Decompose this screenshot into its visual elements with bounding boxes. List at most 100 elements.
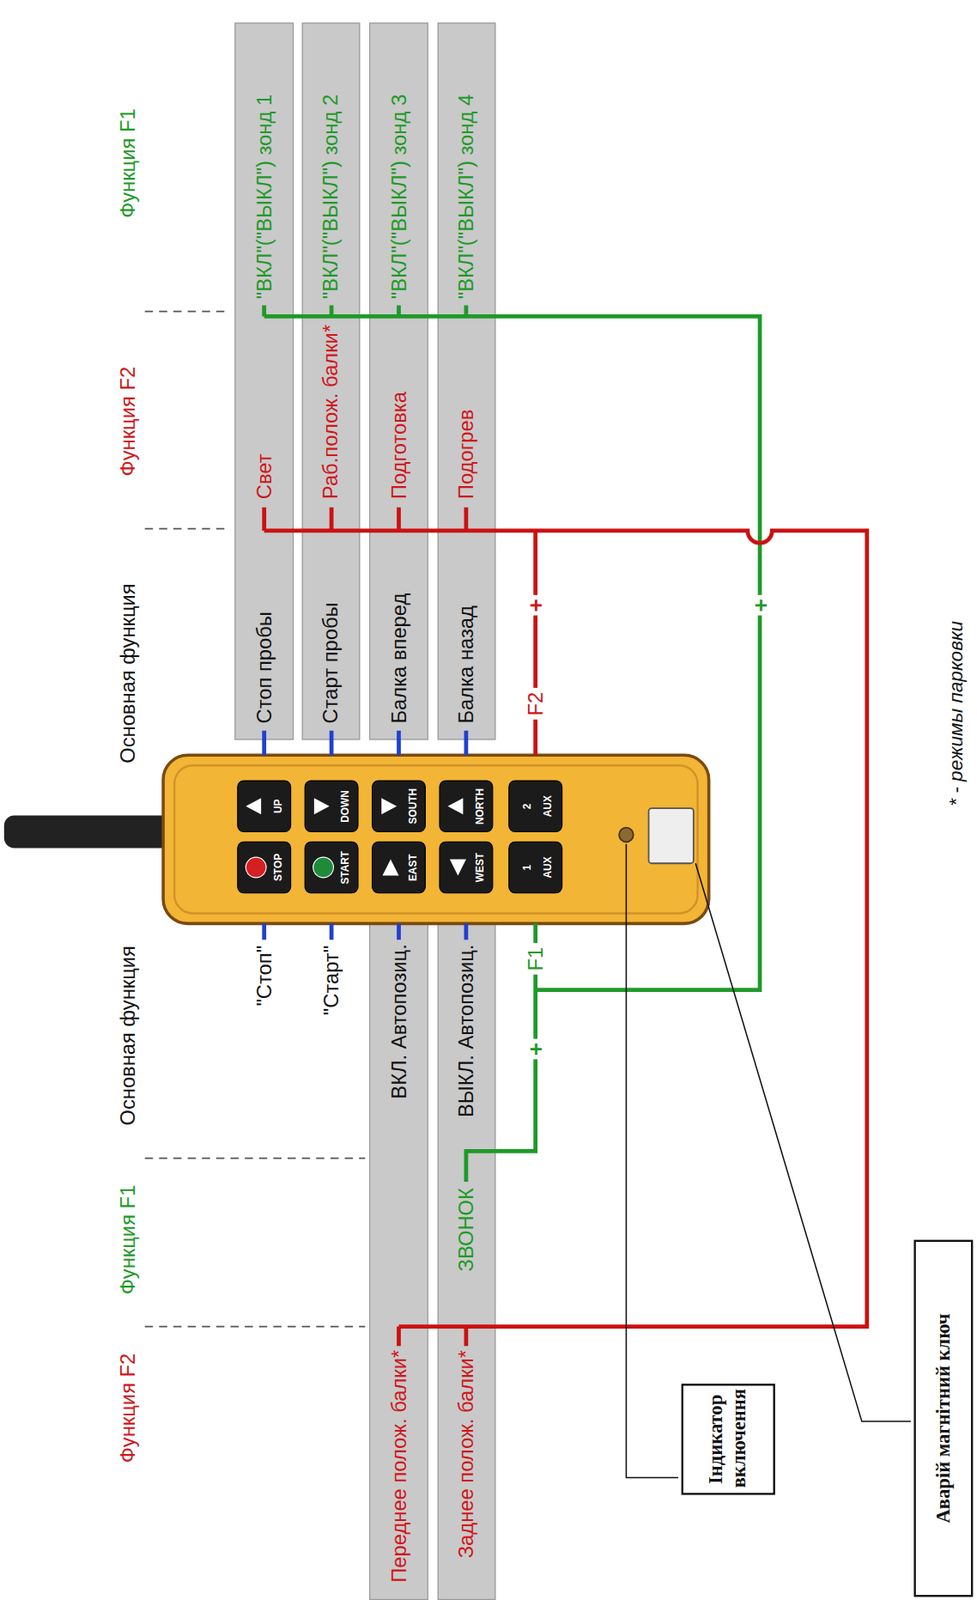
arrow-icon [382, 859, 400, 876]
function-text: ЗВОНОК [455, 1187, 479, 1271]
column-divider [145, 310, 231, 313]
button-label: AUX [541, 855, 554, 878]
button-body [372, 841, 426, 893]
button-south [372, 780, 426, 832]
button-label: WEST [473, 852, 486, 882]
footnote: * - режимы парковки [945, 620, 968, 807]
function-band: Балка назадПодогрев"ВКЛ"("ВЫКЛ") зонд 4 [437, 22, 497, 740]
function-text: Подготовка [387, 391, 411, 499]
wire-blue [264, 730, 467, 756]
wire-green [466, 922, 536, 1182]
arrow-icon [448, 797, 464, 814]
button-label: 2 [521, 803, 534, 810]
signal-name: F2 [523, 687, 547, 720]
button-body [509, 841, 563, 893]
leader-line [695, 862, 911, 1421]
button-east [372, 841, 426, 893]
button-body [304, 841, 359, 893]
main-function-ticks [264, 730, 467, 941]
button-aux1 [509, 841, 563, 893]
callout-text: Індикатор включення [704, 1389, 752, 1487]
wire-blue [264, 922, 467, 940]
column-header: Функция F2 [115, 366, 140, 477]
function-label: "Стоп" [252, 945, 276, 1007]
callout-box: Індикатор включення [681, 1383, 776, 1494]
button-body [237, 780, 292, 832]
wire-green [264, 315, 760, 990]
column-header: Основная функция [115, 582, 140, 764]
function-band: Переднее полож. балки* ВКЛ. Автопозиц. [369, 922, 429, 1600]
plus-sign: + [746, 594, 773, 616]
button-label: EAST [406, 853, 419, 881]
function-text: ВЫКЛ. Автопозиц. [455, 944, 479, 1117]
leader-lines [625, 843, 911, 1478]
function-text: Балка назад [455, 605, 479, 723]
function-text: Переднее полож. балки* [387, 1349, 411, 1583]
column-header: Основная функция [115, 945, 140, 1126]
button-body [304, 780, 359, 832]
button-label: STOP [272, 853, 285, 881]
button-body [372, 780, 426, 832]
power-indicator-led [618, 827, 634, 843]
function-text: "ВКЛ"("ВЫКЛ") зонд 1 [252, 94, 276, 299]
signal-name: F1 [523, 942, 547, 975]
function-text: Свет [252, 453, 276, 499]
function-label: "Старт" [319, 945, 343, 1015]
function-text: Подогрев [455, 409, 479, 500]
arrow-icon [449, 859, 467, 876]
leader-line [625, 843, 679, 1478]
button-body [237, 841, 292, 893]
function-band: Балка впередПодготовка"ВКЛ"("ВЫКЛ") зонд… [369, 22, 429, 740]
callout-box: Аварій магнітний ключ [913, 1239, 973, 1597]
function-text: ВКЛ. Автопозиц. [387, 943, 411, 1099]
function-band: Стоп пробы Свет "ВКЛ"("ВЫКЛ") зонд 1 [234, 22, 294, 740]
magnetic-key-slot [649, 807, 694, 863]
button-label: UP [272, 799, 285, 814]
function-text: Раб.полож. балки* [319, 324, 343, 499]
pendant-housing [163, 754, 710, 923]
column-divider [145, 1157, 366, 1160]
column-header: Функция F1 [115, 108, 140, 219]
arrow-icon [381, 797, 397, 814]
button-down [304, 780, 359, 832]
button-body [439, 841, 493, 893]
function-text: "ВКЛ"("ВЫКЛ") зонд 3 [387, 94, 411, 299]
pendant-inner-rim [174, 764, 698, 913]
function-text: "ВКЛ"("ВЫКЛ") зонд 2 [319, 94, 343, 299]
function-text: Заднее полож. балки* [455, 1349, 479, 1558]
wire-red [264, 507, 467, 531]
button-label: NORTH [473, 788, 486, 825]
button-body [509, 780, 563, 832]
column-divider [145, 1325, 366, 1328]
button-up [237, 780, 292, 832]
column-divider [145, 527, 231, 530]
pendant-cable [4, 814, 180, 848]
f1-wiring [264, 304, 760, 1181]
function-band: Заднее полож. балки* ЗВОНОК ВЫКЛ. Автопози… [437, 922, 497, 1600]
button-label: 1 [521, 864, 534, 871]
function-text: Стоп пробы [252, 611, 276, 723]
button-start [304, 841, 359, 893]
button-label: SOUTH [406, 788, 419, 825]
callout-text: Аварій магнітний ключ [931, 1313, 955, 1524]
function-band: Старт пробы Раб.полож. балки* "ВКЛ"("ВЫКЛ"… [302, 22, 361, 740]
wire-red [399, 1326, 467, 1347]
stop-icon [245, 856, 267, 878]
button-aux2 [509, 780, 563, 832]
plus-sign: + [522, 1037, 549, 1060]
button-body [439, 780, 493, 832]
function-text: Старт пробы [319, 601, 343, 723]
column-header: Функция F2 [115, 1353, 140, 1463]
arrow-icon [314, 797, 330, 814]
button-label: AUX [541, 794, 554, 817]
start-icon [313, 856, 334, 878]
button-label: DOWN [339, 789, 352, 823]
button-west [439, 841, 493, 893]
button-label: START [339, 850, 352, 885]
button-stop [237, 841, 292, 893]
wire-red [264, 530, 868, 1327]
wire-red [533, 530, 538, 755]
